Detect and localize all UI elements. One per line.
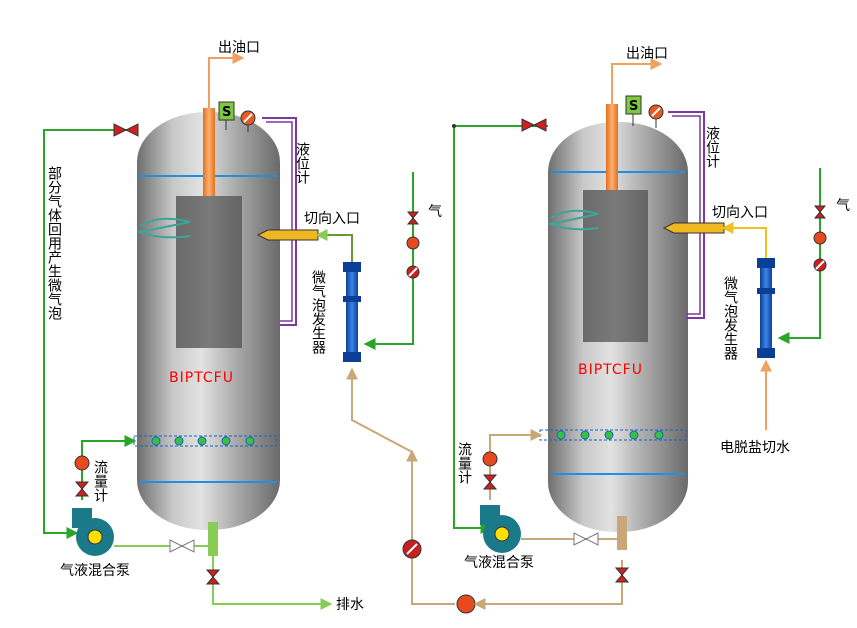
right-tangential-inlet-label: 切向入口 [712,205,768,221]
left-flowmeter-label: 流量计 [92,460,108,502]
left-tangential-inlet [256,229,319,241]
right-pump-label: 气液混合泵 [464,555,534,571]
left-valve-icon [74,481,90,497]
left-outlet-label: 出油口 [218,40,260,56]
right-gas-valve-icon [813,205,827,219]
left-drain-check-valve-icon [169,539,195,553]
left-drain-valve-icon [205,569,221,585]
sensor-icon: S [218,101,235,130]
right-valve-icon [482,474,498,490]
left-microbubble-generator-label: 微气泡发生器 [310,270,326,354]
right-pump-icon [480,505,521,553]
right-level-gauge-label: 液位计 [704,126,720,168]
right-sensor-icon: S [625,95,642,126]
left-gas-valve-icon [406,211,420,225]
left-aerator [133,435,277,447]
feed-flowmeter-icon [456,594,476,614]
right-feed-label: 电脱盐切水 [720,440,790,456]
right-flowmeter-label: 流量计 [456,442,472,484]
left-pump-label: 气液混合泵 [60,563,130,579]
left-recycle-label: 部分气体回用产生微气泡 [46,166,62,320]
left-gas-label: 气 [428,204,442,220]
svg-text:S: S [222,105,231,120]
left-flowmeter-icon [74,455,90,471]
left-drain-label: 排水 [336,597,364,613]
right-top-valve-icon [521,118,547,132]
left-tank-label: BIPTCFU [169,370,234,386]
left-microbubble-generator [343,262,361,362]
left-tangential-inlet-label: 切向入口 [304,211,360,227]
svg-text:S: S [629,99,638,114]
right-level-gauge-line [668,111,705,319]
right-drain-valve-icon [614,567,630,583]
left-level-gauge-label: 液位计 [294,142,310,184]
right-flowmeter-icon [482,451,498,467]
gauge-icon [240,110,256,132]
left-gas-flowmeter-icon [406,236,420,250]
left-level-gauge-line [262,117,297,326]
right-microbubble-generator-label: 微气泡发生器 [722,276,738,360]
right-gauge-icon [648,104,664,128]
right-outlet-label: 出油口 [626,46,668,62]
right-microbubble-generator [757,258,775,358]
left-top-valve-icon [113,123,139,137]
left-unit: BIPTCFU 出油口 S 液位计 切向入口 [43,40,623,614]
right-tangential-inlet [662,222,725,234]
right-tank-label: BIPTCFU [578,362,643,378]
left-pump-icon [72,508,114,556]
right-gas-label: 气 [836,198,850,214]
left-inner-cylinder [176,196,242,348]
right-check-valve-icon [573,532,599,546]
right-gas-flowmeter-icon [813,231,827,245]
right-unit: BIPTCFU 出油口 S 液位计 切向入口 微气泡发生器 [452,46,850,583]
